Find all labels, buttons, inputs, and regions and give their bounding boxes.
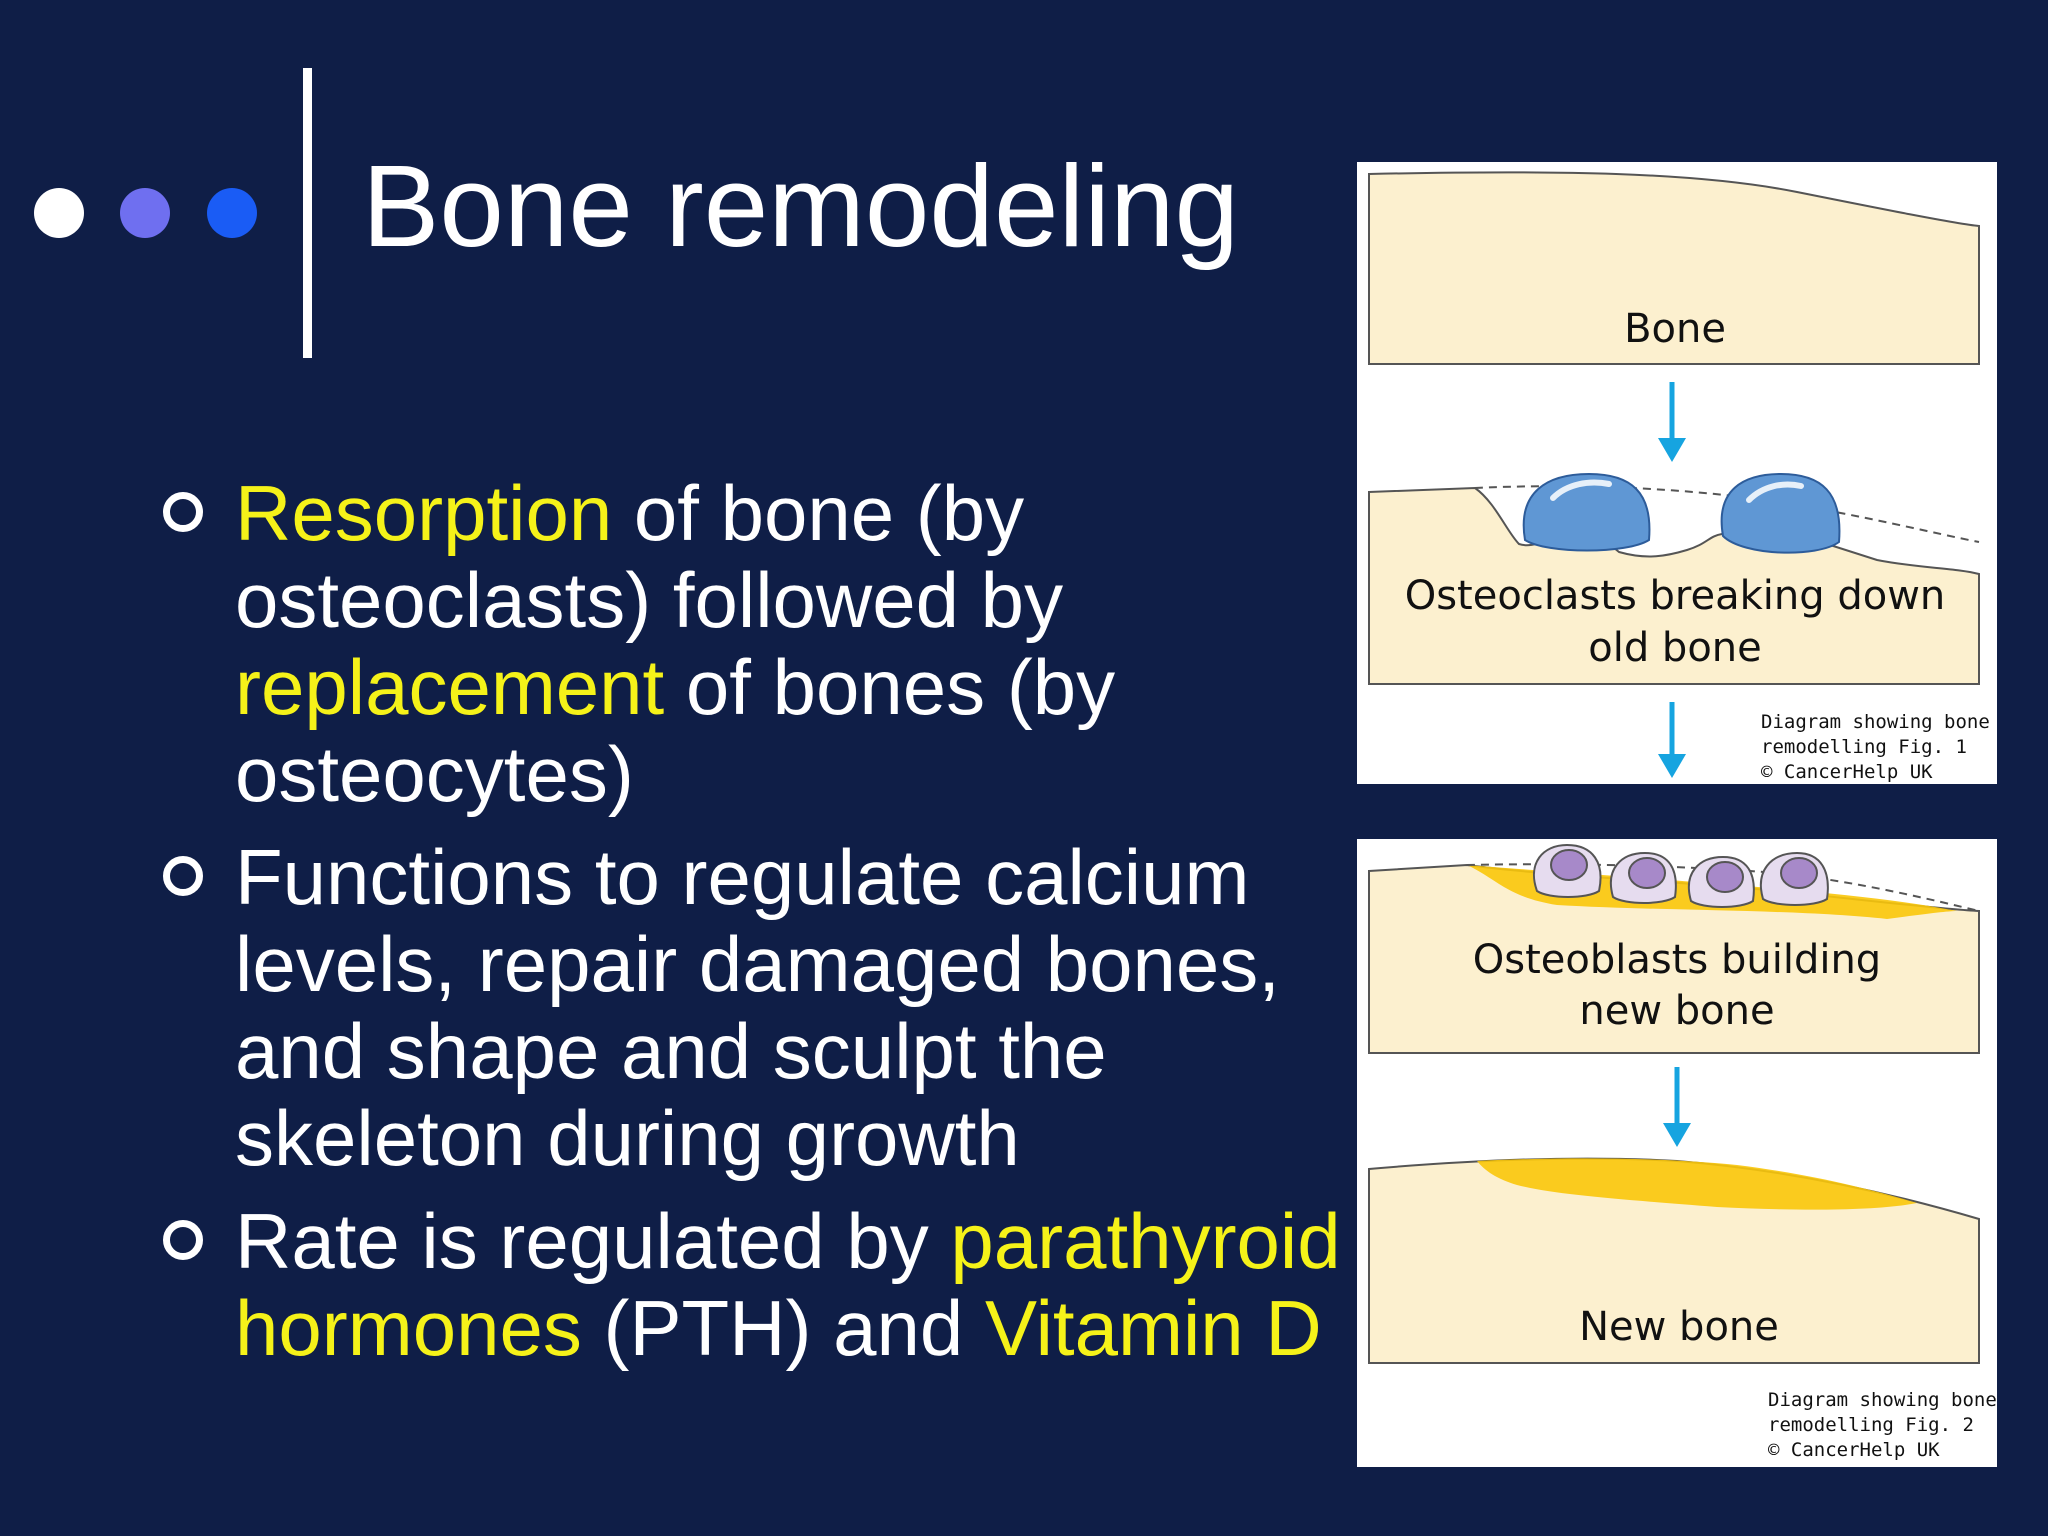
new-bone-fill bbox=[1477, 1158, 1917, 1210]
bullet-item-3: Rate is regulated by parathyroid hormone… bbox=[160, 1198, 1360, 1372]
label-osteoclasts-line1: Osteoclasts breaking down bbox=[1405, 573, 1946, 619]
bullet-3-seg-3: (PTH) and bbox=[581, 1284, 985, 1372]
bullet-list: Resorption of bone (by osteoclasts) foll… bbox=[160, 470, 1360, 1388]
label-bone: Bone bbox=[1624, 306, 1726, 352]
osteoblast-cell-1 bbox=[1532, 843, 1602, 898]
diagram-panel-fig1: Bone Osteoclasts breaking down old bone … bbox=[1357, 162, 1997, 784]
bullet-2-seg-1: Functions to regulate calcium levels, re… bbox=[235, 833, 1280, 1182]
osteoblast-cell-3 bbox=[1688, 855, 1755, 908]
caption-fig2-line1: Diagram showing bone bbox=[1768, 1389, 1997, 1411]
diagram-fig1-svg: Bone Osteoclasts breaking down old bone … bbox=[1368, 171, 1990, 783]
bullet-item-1: Resorption of bone (by osteoclasts) foll… bbox=[160, 470, 1360, 818]
arrow-down-icon bbox=[1658, 702, 1686, 778]
bone-block bbox=[1368, 171, 1980, 365]
decor-dot-white bbox=[34, 188, 84, 238]
bullet-ring-icon bbox=[163, 492, 203, 532]
bullet-1-seg-3: replacement bbox=[235, 643, 665, 731]
bullet-3-seg-4: Vitamin D bbox=[984, 1284, 1322, 1372]
bullet-ring-icon bbox=[163, 1220, 203, 1260]
decor-dot-lavender bbox=[120, 188, 170, 238]
bullet-1-seg-2: of bone (by osteoclasts) followed by bbox=[235, 469, 1064, 644]
bullet-1-seg-4: of bones (by osteocytes) bbox=[235, 643, 1116, 818]
slide-title: Bone remodeling bbox=[362, 141, 1240, 271]
label-osteoblasts-line2: new bone bbox=[1579, 988, 1774, 1034]
caption-fig1-line1: Diagram showing bone bbox=[1761, 711, 1990, 733]
caption-fig1-line2: remodelling Fig. 1 bbox=[1761, 736, 1967, 758]
caption-fig2-line2: remodelling Fig. 2 bbox=[1768, 1414, 1974, 1436]
bullet-1-seg-1: Resorption bbox=[235, 469, 613, 557]
osteoblast-cell-2 bbox=[1610, 851, 1677, 904]
bullet-3-seg-1: Rate is regulated by bbox=[235, 1197, 951, 1285]
caption-fig1-line3: © CancerHelp UK bbox=[1761, 761, 1933, 783]
bullet-3-seg-2: parathyroid hormones bbox=[235, 1197, 1341, 1372]
bullet-ring-icon bbox=[163, 856, 203, 896]
label-osteoblasts-line1: Osteoblasts building bbox=[1473, 937, 1881, 983]
arrow-down-icon bbox=[1663, 1067, 1691, 1147]
decor-dot-blue bbox=[207, 188, 257, 238]
arrow-down-icon bbox=[1658, 382, 1686, 462]
caption-fig2-line3: © CancerHelp UK bbox=[1768, 1439, 1940, 1461]
osteoblast-cell-4 bbox=[1760, 851, 1829, 906]
diagram-panel-fig2: Osteoblasts building new bone New bone D… bbox=[1357, 839, 1997, 1467]
resorbed-bone-block bbox=[1368, 486, 1980, 685]
osteoclast-cell-1 bbox=[1522, 472, 1651, 552]
bullet-item-2: Functions to regulate calcium levels, re… bbox=[160, 834, 1360, 1182]
label-osteoclasts-line2: old bone bbox=[1588, 625, 1762, 671]
diagram-fig2-svg: Osteoblasts building new bone New bone D… bbox=[1368, 843, 1997, 1461]
osteoclast-cell-2 bbox=[1720, 472, 1841, 554]
label-new-bone: New bone bbox=[1579, 1304, 1779, 1350]
title-divider bbox=[303, 68, 312, 358]
